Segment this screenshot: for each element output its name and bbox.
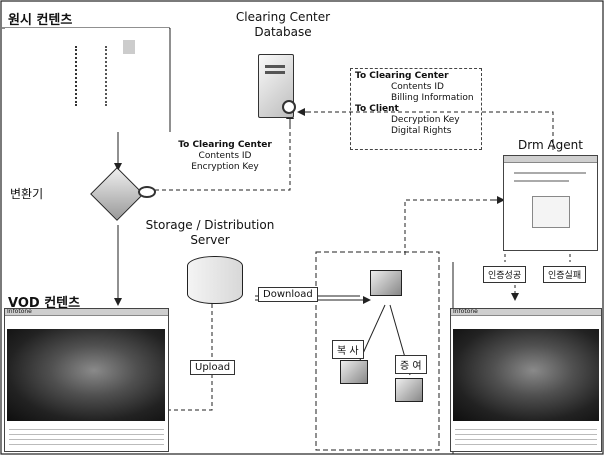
note-to-clearing-left: To Clearing Center Contents ID Encryptio… [175, 140, 275, 173]
vod-player-title: Infotone [7, 308, 32, 315]
vod-player-video [7, 329, 165, 421]
converter-key-icon [138, 186, 156, 198]
client-player-thumbnail: Infotone [450, 308, 602, 452]
vertical-text-scribble [75, 46, 107, 106]
note-left-line2: Encryption Key [175, 162, 275, 173]
client-player-info [455, 425, 597, 447]
download-label: Download [258, 287, 318, 302]
original-content-label: 원시 컨텐츠 [8, 9, 72, 28]
drm-agent-label: Drm Agent [518, 138, 583, 152]
client-pc-left [340, 360, 368, 384]
original-content-image [5, 28, 169, 132]
auth-fail-label: 인증실패 [543, 266, 586, 283]
note-right-title: To Clearing Center [355, 71, 485, 82]
storage-cylinder-icon [187, 256, 243, 304]
note-client-line2: Digital Rights [355, 126, 485, 137]
storage-server-line2: Server [135, 233, 285, 248]
client-player-title: Infotone [453, 308, 478, 315]
converter-label: 변환기 [10, 185, 43, 202]
upload-label: Upload [190, 360, 235, 375]
clearing-center-db-line2: Database [228, 25, 338, 40]
note-left-line1: Contents ID [175, 151, 275, 162]
note-to-clearing-right: To Clearing Center Contents ID Billing I… [355, 71, 485, 137]
storage-server-line1: Storage / Distribution [135, 218, 285, 233]
client-player-video [453, 329, 599, 421]
dash-client-to-agent [405, 200, 500, 255]
vod-player-titlebar: Infotone [5, 309, 168, 316]
note-client-line1: Decryption Key [355, 115, 485, 126]
note-client-title: To Client [355, 104, 485, 115]
note-left-title: To Clearing Center [175, 140, 275, 151]
drm-agent-window [503, 155, 598, 251]
clearing-center-db-label: Clearing Center Database [228, 10, 338, 40]
client-pc-top [370, 270, 402, 296]
key-icon [282, 100, 296, 114]
vod-player-thumbnail: Infotone [4, 308, 169, 452]
clearing-center-db-line1: Clearing Center [228, 10, 338, 25]
note-right-line2: Billing Information [355, 93, 485, 104]
gift-label: 증 여 [395, 355, 427, 374]
auth-success-label: 인증성공 [483, 266, 526, 283]
vod-player-info [9, 425, 164, 447]
client-pc-right [395, 378, 423, 402]
storage-server-label: Storage / Distribution Server [135, 218, 285, 248]
note-right-line1: Contents ID [355, 82, 485, 93]
copy-label: 복 사 [332, 340, 364, 359]
